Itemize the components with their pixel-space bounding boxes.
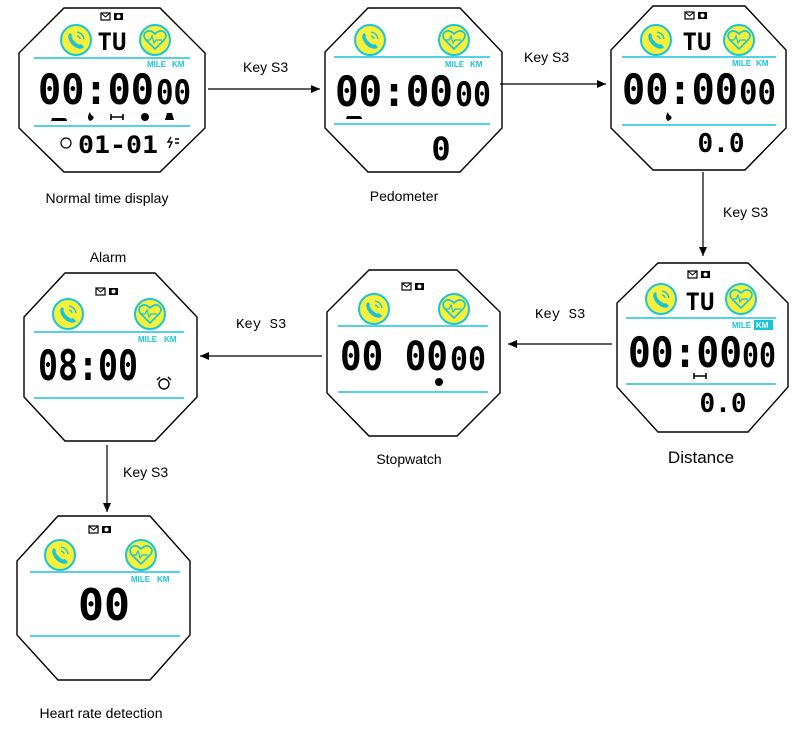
heart-icon [139, 24, 171, 56]
time-digits: 00:00 [335, 67, 453, 116]
heart-icon [438, 24, 470, 56]
calories-value: 0.0 [698, 129, 745, 159]
screen-pedometer: MILE KM 00:00 00 0 Pedometer [324, 7, 503, 204]
phone-icon [645, 283, 677, 315]
bluetooth-icon [60, 137, 72, 149]
unit-km: KM [470, 60, 483, 69]
flame-icon [666, 112, 672, 121]
unit-km: KM [756, 321, 769, 330]
shoe-icon [346, 116, 362, 119]
arrow-label-4: Key S3 [535, 307, 585, 323]
arrow-label-3: Key S3 [723, 204, 768, 220]
unit-mile: MILE [138, 335, 158, 344]
caption-distance: Distance [668, 448, 734, 467]
arrow-pedometer-to-calories: Key S3 [500, 49, 606, 88]
seconds-digits: 00 [742, 336, 776, 376]
alarm-clock-icon [156, 376, 172, 390]
unit-km: KM [164, 335, 177, 344]
distance-icon [110, 114, 124, 120]
time-digits: 00:00 [622, 65, 738, 114]
seconds-digits: 00 [156, 73, 191, 113]
day-of-week: TU [683, 28, 712, 56]
unit-mile: MILE [131, 575, 151, 584]
phone-icon [52, 298, 84, 330]
arrow-label-5: Key S3 [236, 317, 286, 333]
step-count: 0 [431, 130, 450, 168]
alarm-bell-icon [165, 113, 174, 120]
day-of-week: TU [686, 288, 715, 316]
arrow-alarm-to-heart: Key S3 [103, 445, 168, 512]
stopwatch-icon [141, 113, 149, 121]
arrow-normal-to-pedometer: Key S3 [208, 59, 320, 93]
unit-mile: MILE [732, 59, 752, 68]
screen-heart-rate: MILE KM 00 Heart rate detection [16, 515, 191, 721]
caption-heart-rate: Heart rate detection [40, 705, 163, 721]
screen-alarm: MILE KM 08:00 Alarm [23, 249, 198, 442]
km-highlight [754, 320, 773, 330]
seconds-digits: 00 [739, 73, 776, 113]
time-digits: 00 00 [340, 334, 448, 380]
arrow-calories-to-distance: Key S3 [699, 172, 768, 256]
alarm-time-digits: 08:00 [38, 341, 138, 390]
time-digits: 00:00 [628, 328, 742, 377]
stopwatch-icon [435, 378, 443, 386]
heart-icon [134, 298, 166, 330]
screen-distance: TU MILE KM 00:00 00 0.0 Distance [616, 262, 789, 467]
flame-icon [88, 112, 94, 121]
phone-icon [358, 293, 390, 325]
phone-icon [354, 24, 386, 56]
arrow-stopwatch-to-alarm: Key S3 [200, 317, 322, 360]
heart-rate-value: 00 [78, 580, 130, 631]
arrow-label-1: Key S3 [243, 59, 288, 75]
arrow-label-2: Key S3 [524, 49, 569, 65]
screen-calories: TU MILE KM 00:00 00 0.0 [610, 5, 787, 171]
seconds-digits: 00 [455, 75, 491, 115]
arrow-distance-to-stopwatch: Key S3 [508, 307, 612, 348]
unit-km: KM [157, 575, 170, 584]
heart-icon [125, 539, 157, 571]
heart-icon [723, 24, 755, 56]
unit-mile: MILE [147, 60, 167, 69]
time-digits: 00:00 [38, 65, 154, 114]
phone-icon [60, 24, 92, 56]
caption-normal: Normal time display [46, 190, 169, 206]
status-icons-row [51, 112, 174, 121]
shoe-icon [51, 118, 67, 121]
seconds-digits: 00 [450, 340, 486, 378]
heart-icon [438, 293, 470, 325]
vibrate-icon [166, 136, 179, 149]
day-of-week: TU [98, 28, 127, 56]
caption-stopwatch: Stopwatch [376, 451, 441, 467]
phone-icon [640, 24, 672, 56]
distance-value: 0.0 [700, 389, 747, 419]
date-digits: 01-01 [78, 131, 158, 159]
heart-icon [725, 283, 757, 315]
caption-pedometer: Pedometer [370, 188, 439, 204]
arrow-label-6: Key S3 [123, 464, 168, 480]
screen-normal-time: TU MILE KM 00:00 00 01-01 Normal time di… [18, 7, 206, 206]
unit-mile: MILE [445, 60, 465, 69]
unit-km: KM [172, 60, 185, 69]
phone-icon [44, 539, 76, 571]
distance-icon [693, 373, 707, 379]
unit-km: KM [756, 59, 769, 68]
unit-mile: MILE [732, 321, 752, 330]
screen-stopwatch: 00 00 00 Stopwatch [326, 269, 501, 467]
caption-alarm: Alarm [90, 249, 127, 265]
